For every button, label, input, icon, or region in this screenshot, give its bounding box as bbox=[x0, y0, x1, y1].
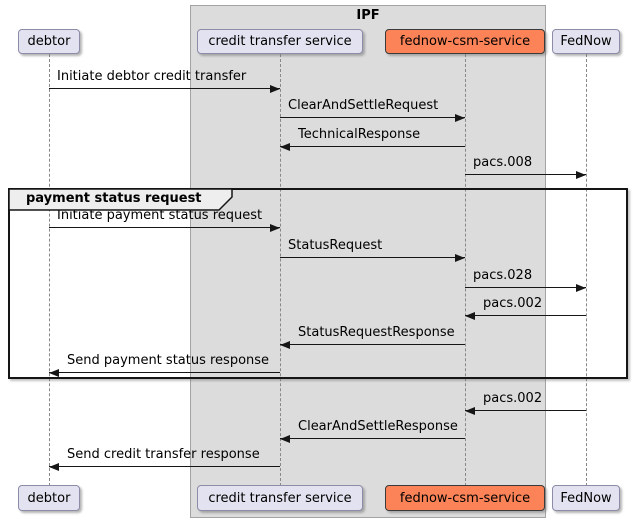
participant-box-fednow-top: FedNow bbox=[552, 29, 620, 54]
participant-box-credit-transfer-service-top: credit transfer service bbox=[197, 29, 363, 54]
message-label: ClearAndSettleResponse bbox=[298, 419, 458, 434]
lifeline-debtor bbox=[49, 54, 50, 486]
message-label: StatusRequest bbox=[288, 238, 383, 253]
message-arrowhead bbox=[270, 85, 280, 93]
message-line bbox=[49, 227, 280, 228]
message-label: ClearAndSettleRequest bbox=[288, 98, 439, 113]
message-label: Initiate debtor credit transfer bbox=[57, 69, 247, 84]
message-line bbox=[280, 344, 465, 345]
message-arrowhead bbox=[280, 143, 290, 151]
message-label: pacs.002 bbox=[483, 391, 543, 406]
message-line bbox=[280, 117, 465, 118]
message-arrowhead bbox=[465, 407, 475, 415]
lifeline-fednow-csm-service bbox=[465, 54, 466, 486]
message-line bbox=[280, 257, 465, 258]
group-header-shape bbox=[8, 188, 233, 211]
group-header-label: payment status request bbox=[26, 191, 202, 206]
message-label: TechnicalResponse bbox=[298, 127, 421, 142]
message-arrowhead bbox=[270, 224, 280, 232]
message-line bbox=[280, 438, 465, 439]
message-arrowhead bbox=[455, 254, 465, 262]
participant-box-debtor-bottom: debtor bbox=[18, 485, 80, 511]
ipf-frame-title: IPF bbox=[356, 8, 380, 23]
message-arrowhead bbox=[280, 341, 290, 349]
participant-box-credit-transfer-service-bottom: credit transfer service bbox=[197, 485, 363, 511]
group-header: payment status request bbox=[8, 188, 234, 211]
message-line bbox=[465, 315, 586, 316]
message-arrowhead bbox=[49, 463, 59, 471]
participant-box-fednow-bottom: FedNow bbox=[552, 485, 620, 511]
message-label: Initiate payment status request bbox=[57, 208, 263, 223]
message-label: Send credit transfer response bbox=[67, 447, 260, 462]
message-arrowhead bbox=[49, 369, 59, 377]
message-arrowhead bbox=[576, 171, 586, 179]
message-label: pacs.028 bbox=[473, 268, 533, 283]
message-label: pacs.002 bbox=[483, 296, 543, 311]
message-line bbox=[280, 146, 465, 147]
message-arrowhead bbox=[455, 114, 465, 122]
lifeline-fednow bbox=[586, 54, 587, 486]
message-line bbox=[49, 88, 280, 89]
message-line bbox=[465, 410, 586, 411]
ipf-frame: IPF bbox=[190, 5, 546, 518]
participant-box-fednow-csm-service-bottom: fednow-csm-service bbox=[385, 485, 545, 511]
message-line bbox=[465, 174, 586, 175]
participant-box-fednow-csm-service-top: fednow-csm-service bbox=[385, 29, 545, 54]
message-arrowhead bbox=[576, 284, 586, 292]
message-line bbox=[465, 287, 586, 288]
message-arrowhead bbox=[465, 312, 475, 320]
payment-status-request-group: payment status request bbox=[8, 188, 628, 379]
message-line bbox=[49, 466, 280, 467]
lifeline-credit-transfer-service bbox=[280, 54, 281, 486]
message-line bbox=[49, 372, 280, 373]
message-arrowhead bbox=[280, 435, 290, 443]
message-label: StatusRequestResponse bbox=[298, 325, 455, 340]
message-label: Send payment status response bbox=[67, 353, 270, 368]
participant-box-debtor-top: debtor bbox=[18, 29, 80, 54]
message-label: pacs.008 bbox=[473, 155, 533, 170]
